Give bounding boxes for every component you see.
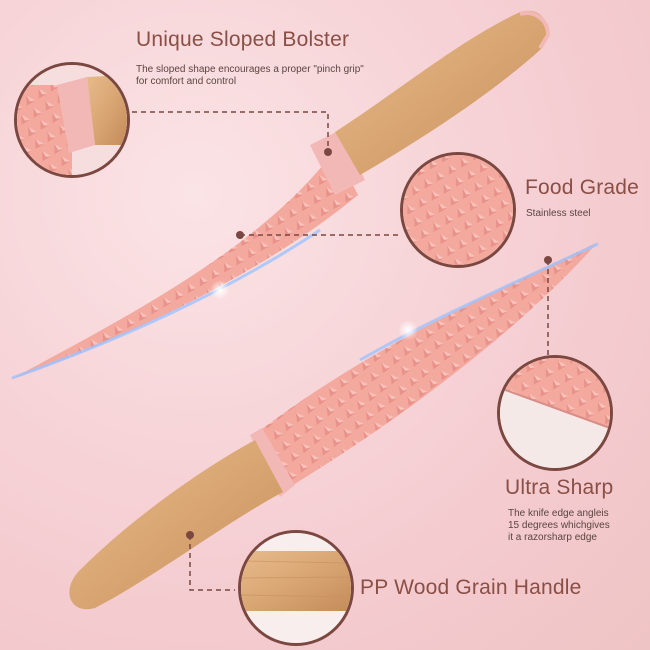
ultra-sharp-closeup-image (500, 358, 610, 468)
handle-title: PP Wood Grain Handle (360, 576, 582, 599)
food-grade-closeup (400, 152, 516, 268)
ultra-sharp-title: Ultra Sharp (505, 476, 614, 499)
bolster-title: Unique Sloped Bolster (136, 28, 350, 51)
food-grade-title: Food Grade (525, 176, 640, 199)
lower-knife-bolster (250, 428, 295, 497)
handle-closeup (238, 530, 354, 646)
callout-dots (186, 148, 552, 539)
upper-knife (10, 10, 551, 380)
bolster-description-line-2: for comfort and control (136, 76, 237, 87)
lower-knife (69, 242, 599, 610)
upper-knife-blade (10, 150, 358, 380)
food-grade-closeup-image (403, 155, 513, 265)
bolster-description: The sloped shape encourages a proper "pi… (136, 64, 364, 88)
lower-knife-blade (258, 242, 598, 490)
ultra-sharp-description-line-3: it a razorsharp edge (508, 532, 597, 543)
upper-knife-handle (335, 10, 548, 175)
bolster-closeup (14, 62, 130, 178)
lower-knife-handle (69, 440, 283, 610)
ultra-sharp-description: The knife edge angleis 15 degrees whichg… (508, 508, 610, 544)
food-grade-description: Stainless steel (526, 208, 591, 219)
bolster-description-line-1: The sloped shape encourages a proper "pi… (136, 64, 364, 75)
bolster-closeup-image (17, 65, 127, 175)
upper-knife-bolster (310, 130, 365, 195)
callout-lines (132, 111, 549, 591)
ultra-sharp-description-line-1: The knife edge angleis (508, 508, 609, 519)
ultra-sharp-description-line-2: 15 degrees whichgives (508, 520, 610, 531)
ultra-sharp-closeup (497, 355, 613, 471)
handle-closeup-image (241, 533, 351, 643)
